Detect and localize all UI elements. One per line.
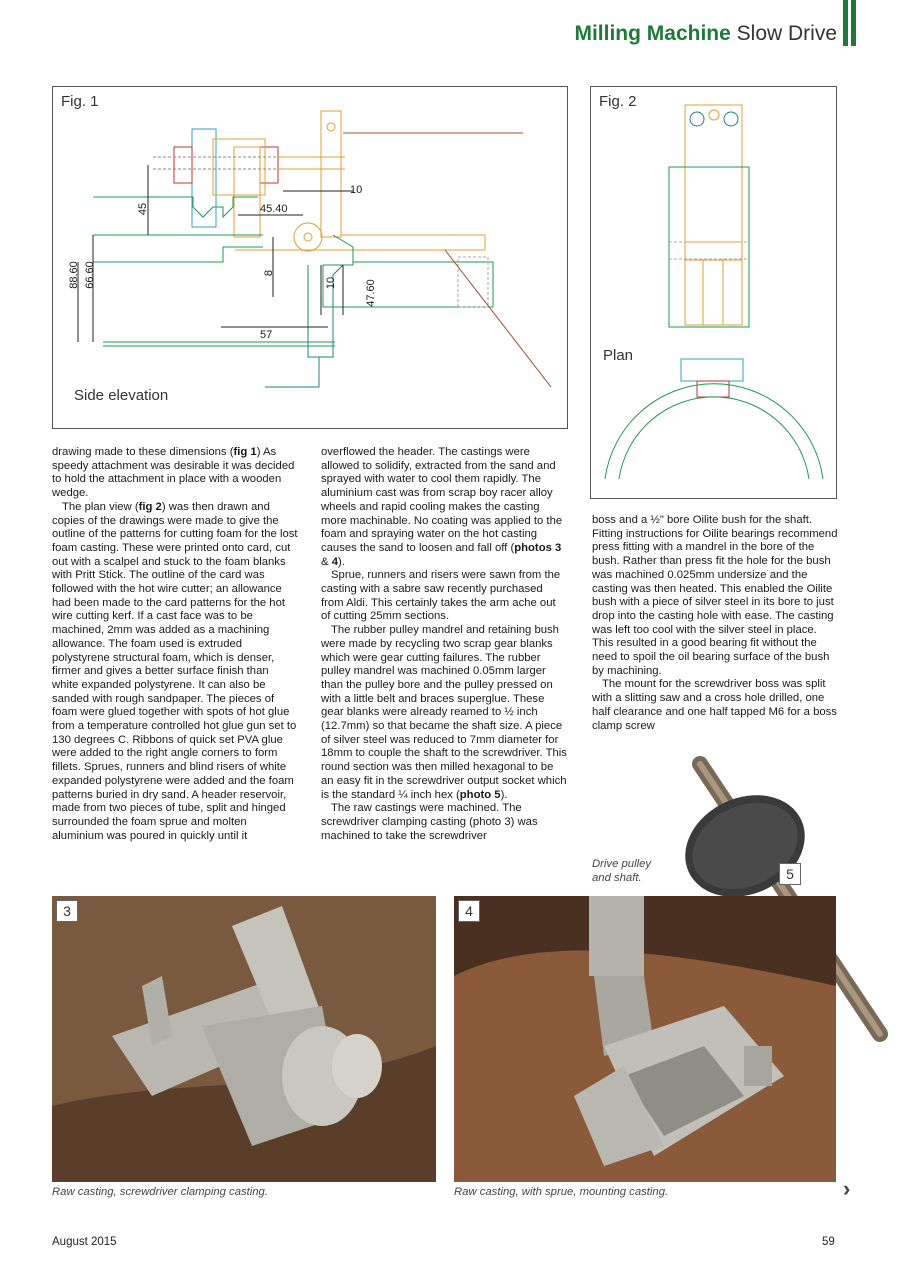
header-title-bold: Milling Machine [574, 22, 731, 45]
fig1-red-nut-right [259, 146, 279, 184]
figure-2-view-label: Plan [603, 347, 634, 364]
fig1-orange-arm [320, 110, 342, 238]
photo-4-image [454, 896, 836, 1182]
photo-4 [454, 896, 836, 1182]
fig1-green-pulley [93, 196, 258, 219]
photo-5-caption: Drive pulley and shaft. [592, 858, 652, 884]
fig1-green-mount [322, 234, 354, 308]
figure-1-label: Fig. 1 [61, 93, 99, 110]
fig1-dim-10a: 10 [350, 184, 363, 196]
next-page-chevron-icon[interactable]: › [843, 1176, 851, 1201]
photo-4-number: 4 [458, 900, 480, 922]
col2-paragraph-3: The rubber pulley mandrel and retaining … [321, 624, 567, 801]
fig1-orange-boss [212, 138, 266, 196]
fig1-cyan-cap [191, 128, 217, 228]
fig1-brown-diag [444, 249, 552, 388]
col2-paragraph-2: Sprue, runners and risers were sawn from… [321, 569, 561, 623]
figure-2: Fig. 2 Plan [590, 86, 837, 499]
fig2-orange-body [684, 104, 743, 326]
figure-1: Fig. 1 Side elevation [52, 86, 568, 429]
fig1-dim-45-40: 45.40 [260, 203, 288, 215]
fig2-cyan-cap [680, 358, 744, 382]
photo-5-number: 5 [779, 863, 801, 885]
photo-3-image [52, 896, 436, 1182]
text-column-2: overflowed the header. The castings were… [321, 446, 567, 843]
text-column-3: boss and a ½" bore Oilite bush for the s… [592, 514, 838, 733]
photo-4-caption: Raw casting, with sprue, mounting castin… [454, 1186, 669, 1198]
fig1-orange-block [233, 146, 261, 238]
running-header: Milling Machine Slow Drive [574, 20, 837, 48]
fig1-dim-57: 57 [260, 329, 273, 341]
col3-paragraph-2: The mount for the screwdriver boss was s… [592, 678, 837, 732]
footer-page-number: 59 [822, 1236, 835, 1248]
header-bar-right [851, 0, 856, 46]
text-column-1: drawing made to these dimensions (fig 1)… [52, 446, 298, 843]
fig1-dim-47-60: 47.60 [364, 279, 377, 307]
fig2-green-arc-outer [604, 383, 824, 480]
fig2-green-frame [668, 166, 750, 328]
photo-3-number: 3 [56, 900, 78, 922]
fig1-dim-45: 45 [137, 202, 150, 216]
fig1-dim-8: 8 [263, 269, 276, 277]
col1-paragraph-1: drawing made to these dimensions (fig 1)… [52, 446, 295, 500]
figure-1-view-label: Side elevation [74, 387, 169, 404]
figure-2-label: Fig. 2 [599, 93, 637, 110]
fig1-dim-10b: 10 [325, 276, 338, 290]
photo-3 [52, 896, 436, 1182]
plan-drawing [604, 104, 824, 480]
col1-paragraph-2: The plan view (fig 2) was then drawn and… [52, 500, 298, 842]
fig1-dim-66-60: 66.60 [83, 261, 96, 289]
col2-paragraph-4: The raw castings were machined. The scre… [321, 802, 538, 842]
photo-3-caption: Raw casting, screwdriver clamping castin… [52, 1186, 268, 1198]
side-elevation-drawing [77, 110, 552, 388]
col3-paragraph-1: boss and a ½" bore Oilite bush for the s… [592, 514, 838, 677]
fig2-green-arc-inner [618, 396, 810, 480]
fig1-orange-base [235, 234, 486, 251]
header-bar-left [843, 0, 848, 46]
footer-date: August 2015 [52, 1236, 117, 1248]
fig1-dim-88-60: 88.60 [67, 261, 80, 289]
header-title-rest: Slow Drive [736, 22, 837, 45]
col2-paragraph-1: overflowed the header. The castings were… [321, 446, 563, 568]
fig1-red-nut-left [173, 146, 193, 184]
